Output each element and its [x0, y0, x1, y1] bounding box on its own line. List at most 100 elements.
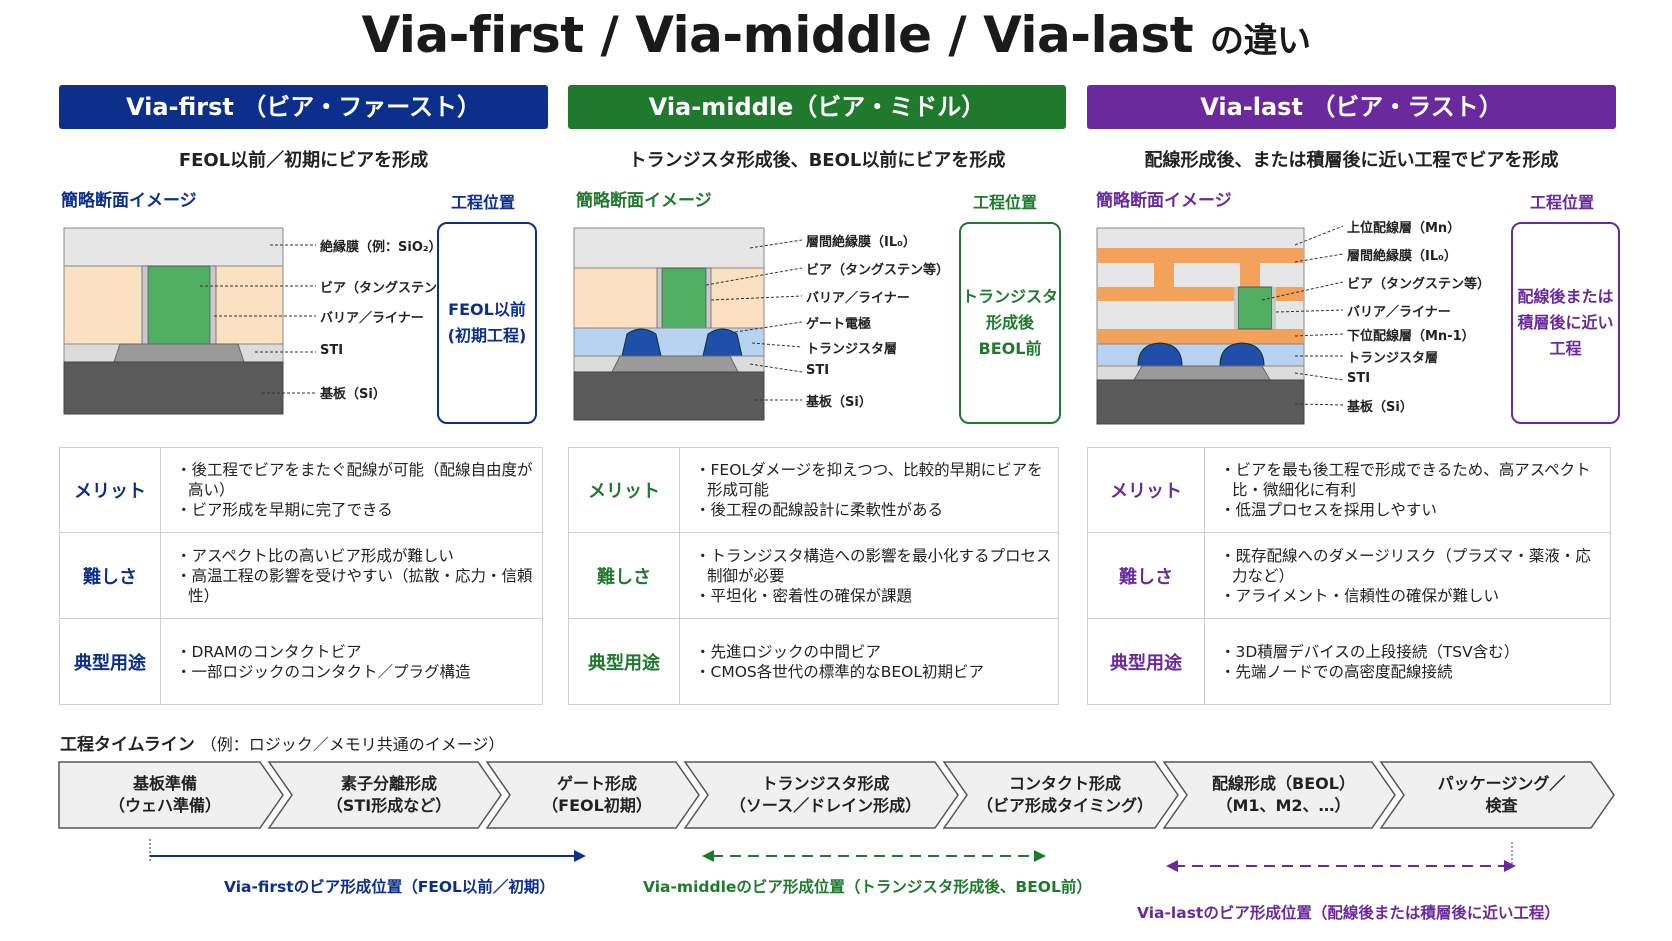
timeline-step-shape	[1379, 761, 1615, 829]
via-last-layer-label: STI	[1347, 371, 1371, 386]
list-item: ・アスペクト比の高いビア形成が難しい	[176, 547, 454, 565]
timeline-step-note: （ビア形成タイミング）	[976, 796, 1153, 815]
timeline-step-title: 素子分離形成	[340, 774, 437, 793]
via-last-position-line: 工程	[1549, 339, 1582, 358]
row-head-difficulty: 難しさ	[569, 533, 680, 619]
via-middle-position-line: BEOL前	[978, 339, 1042, 358]
list-item: ・3D積層デバイスの上段接続（TSV含む）	[1220, 642, 1520, 661]
timeline-step: 基板準備 （ウェハ準備）	[59, 773, 271, 817]
via-last-position-line: 配線後または	[1517, 287, 1614, 306]
table-row: 典型用途 ・DRAMのコンタクトビア ・一部ロジックのコンタクト／プラグ構造	[60, 618, 542, 704]
table-row: 難しさ ・既存配線へのダメージリスク（プラズマ・薬液・応力など） ・アライメント…	[1088, 532, 1610, 619]
timeline-step: トランジスタ形成 （ソース／ドレイン形成）	[703, 773, 948, 817]
timeline-step-title: コンタクト形成	[1008, 774, 1121, 793]
via-first-layer-label: ビア（タングステン等）	[320, 281, 464, 296]
via-last-layer-label: 基板（Si）	[1347, 400, 1413, 415]
timeline-step: 素子分離形成 （STI形成など）	[287, 773, 491, 817]
via-middle-layer-label: バリア／ライナー	[806, 291, 910, 306]
via-first-position-label: 工程位置	[451, 193, 516, 212]
table-row: メリット ・後工程でビアをまたぐ配線が可能（配線自由度が高い） ・ビア形成を早期…	[60, 448, 542, 532]
list-item: ・アライメント・信頼性の確保が難しい	[1220, 587, 1500, 605]
via-last-table: メリット ・ビアを最も後工程で形成できるため、高アスペクト比・微細化に有利 ・低…	[1087, 447, 1611, 705]
via-middle-range-label: Via-middleのビア形成位置（トランジスタ形成後、BEOL前）	[643, 878, 1092, 896]
via-last-description: 配線形成後、または積層後に近い工程でビアを形成	[1144, 150, 1559, 171]
timeline-step-shape	[58, 761, 284, 829]
page-title: Via-first / Via-middle / Via-last の違い	[0, 6, 1672, 64]
via-last-layer-label: 上位配線層（Mn）	[1347, 221, 1461, 236]
via-last-cross-section	[1096, 225, 1344, 425]
row-head-usage: 典型用途	[60, 619, 161, 704]
row-head-usage: 典型用途	[569, 619, 680, 704]
list-item: ・DRAMのコンタクトビア	[176, 642, 362, 661]
via-last-position-label: 工程位置	[1530, 193, 1595, 212]
via-last-layer-label: 層間絶縁膜（IL₀）	[1347, 249, 1457, 264]
timeline-subtitle: （例：ロジック／メモリ共通のイメージ）	[200, 735, 505, 754]
via-middle-layer-label: STI	[806, 363, 830, 378]
table-row: 典型用途 ・3D積層デバイスの上段接続（TSV含む） ・先端ノードでの高密度配線…	[1088, 618, 1610, 704]
list-item: ・FEOLダメージを抑えつつ、比較的早期にビアを形成可能	[695, 461, 1043, 499]
via-last-range-arrow	[1166, 842, 1516, 872]
via-last-layer-label: 下位配線層（Mn-1）	[1347, 329, 1475, 344]
timeline-step-note: （ソース／ドレイン形成）	[729, 796, 922, 815]
timeline-step-shape	[942, 761, 1179, 829]
timeline-step-shape	[683, 761, 959, 829]
timeline-heading: 工程タイムライン （例：ロジック／メモリ共通のイメージ）	[60, 730, 504, 755]
via-last-layer-label: トランジスタ層	[1347, 351, 1439, 366]
via-middle-range-arrow	[702, 850, 1046, 862]
via-middle-description: トランジスタ形成後、BEOL以前にビアを形成	[628, 150, 1006, 171]
table-row: 難しさ ・トランジスタ構造への影響を最小化するプロセス制御が必要 ・平坦化・密着…	[569, 532, 1058, 619]
timeline-step-title: トランジスタ形成	[761, 774, 890, 793]
via-first-range-label: Via-firstのビア形成位置（FEOL以前／初期）	[224, 878, 555, 896]
via-last-layer-label: バリア／ライナー	[1347, 305, 1451, 320]
via-last-position-box: 配線後または 積層後に近い 工程	[1511, 222, 1620, 424]
timeline-step-note: （ウェハ準備）	[108, 796, 221, 815]
via-middle-layer-label: 基板（Si）	[806, 395, 872, 410]
via-first-cross-section	[63, 227, 316, 415]
timeline-step: コンタクト形成 （ビア形成タイミング）	[962, 773, 1168, 817]
timeline-title: 工程タイムライン	[60, 735, 195, 755]
via-first-description: FEOL以前／初期にビアを形成	[178, 150, 429, 171]
timeline-step-note: （M1、M2、…）	[1216, 796, 1351, 815]
table-row: 典型用途 ・先進ロジックの中間ビア ・CMOS各世代の標準的なBEOL初期ビア	[569, 618, 1058, 704]
via-middle-header: Via-middle（ビア・ミドル）	[568, 85, 1066, 129]
via-first-position-box: FEOL以前 (初期工程)	[437, 222, 537, 424]
list-item: ・後工程の配線設計に柔軟性がある	[695, 501, 944, 519]
via-middle-position-line: トランジスタ	[961, 287, 1058, 306]
via-last-section-label: 簡略断面イメージ	[1096, 191, 1232, 211]
via-first-layer-label: バリア／ライナー	[320, 311, 424, 326]
timeline-step-shape	[267, 761, 502, 829]
via-middle-position-label: 工程位置	[973, 193, 1038, 212]
via-middle-layer-label: トランジスタ層	[806, 342, 898, 357]
list-item: ・トランジスタ構造への影響を最小化するプロセス制御が必要	[695, 547, 1052, 585]
row-head-usage: 典型用途	[1088, 619, 1205, 704]
via-middle-layer-label: ゲート電極	[806, 317, 872, 332]
via-middle-section-label: 簡略断面イメージ	[576, 191, 712, 211]
timeline-step-note: （STI形成など）	[326, 796, 452, 815]
timeline-step-note: 検査	[1485, 796, 1518, 815]
row-head-difficulty: 難しさ	[1088, 533, 1205, 619]
via-last-position-line: 積層後に近い	[1517, 313, 1614, 332]
list-item: ・既存配線へのダメージリスク（プラズマ・薬液・応力など）	[1220, 547, 1591, 585]
timeline-step-note: （FEOL初期）	[542, 796, 652, 815]
list-item: ・ビア形成を早期に完了できる	[176, 501, 393, 519]
via-middle-layer-label: ビア（タングステン等）	[806, 263, 950, 278]
list-item: ・一部ロジックのコンタクト／プラグ構造	[176, 662, 471, 681]
via-first-range-arrow	[149, 839, 586, 862]
via-last-layer-label: ビア（タングステン等）	[1347, 277, 1491, 292]
page-title-suffix: の違い	[1210, 21, 1311, 61]
via-first-layer-label: 基板（Si）	[320, 387, 386, 402]
via-middle-cross-section	[573, 227, 803, 421]
via-last-range-label: Via-lastのビア形成位置（配線後または積層後に近い工程）	[1137, 904, 1560, 922]
list-item: ・高温工程の影響を受けやすい（拡散・応力・信頼性）	[176, 567, 533, 605]
timeline-step-title: 配線形成（BEOL）	[1212, 774, 1355, 793]
list-item: ・後工程でビアをまたぐ配線が可能（配線自由度が高い）	[176, 461, 533, 499]
via-last-header: Via-last （ビア・ラスト）	[1087, 85, 1616, 129]
timeline-step-title: ゲート形成	[556, 774, 637, 793]
timeline-step-shape	[485, 761, 700, 829]
via-middle-position-line: 形成後	[985, 313, 1034, 332]
list-item: ・平坦化・密着性の確保が課題	[695, 587, 913, 605]
row-head-merit: メリット	[569, 448, 680, 532]
table-row: メリット ・ビアを最も後工程で形成できるため、高アスペクト比・微細化に有利 ・低…	[1088, 448, 1610, 532]
